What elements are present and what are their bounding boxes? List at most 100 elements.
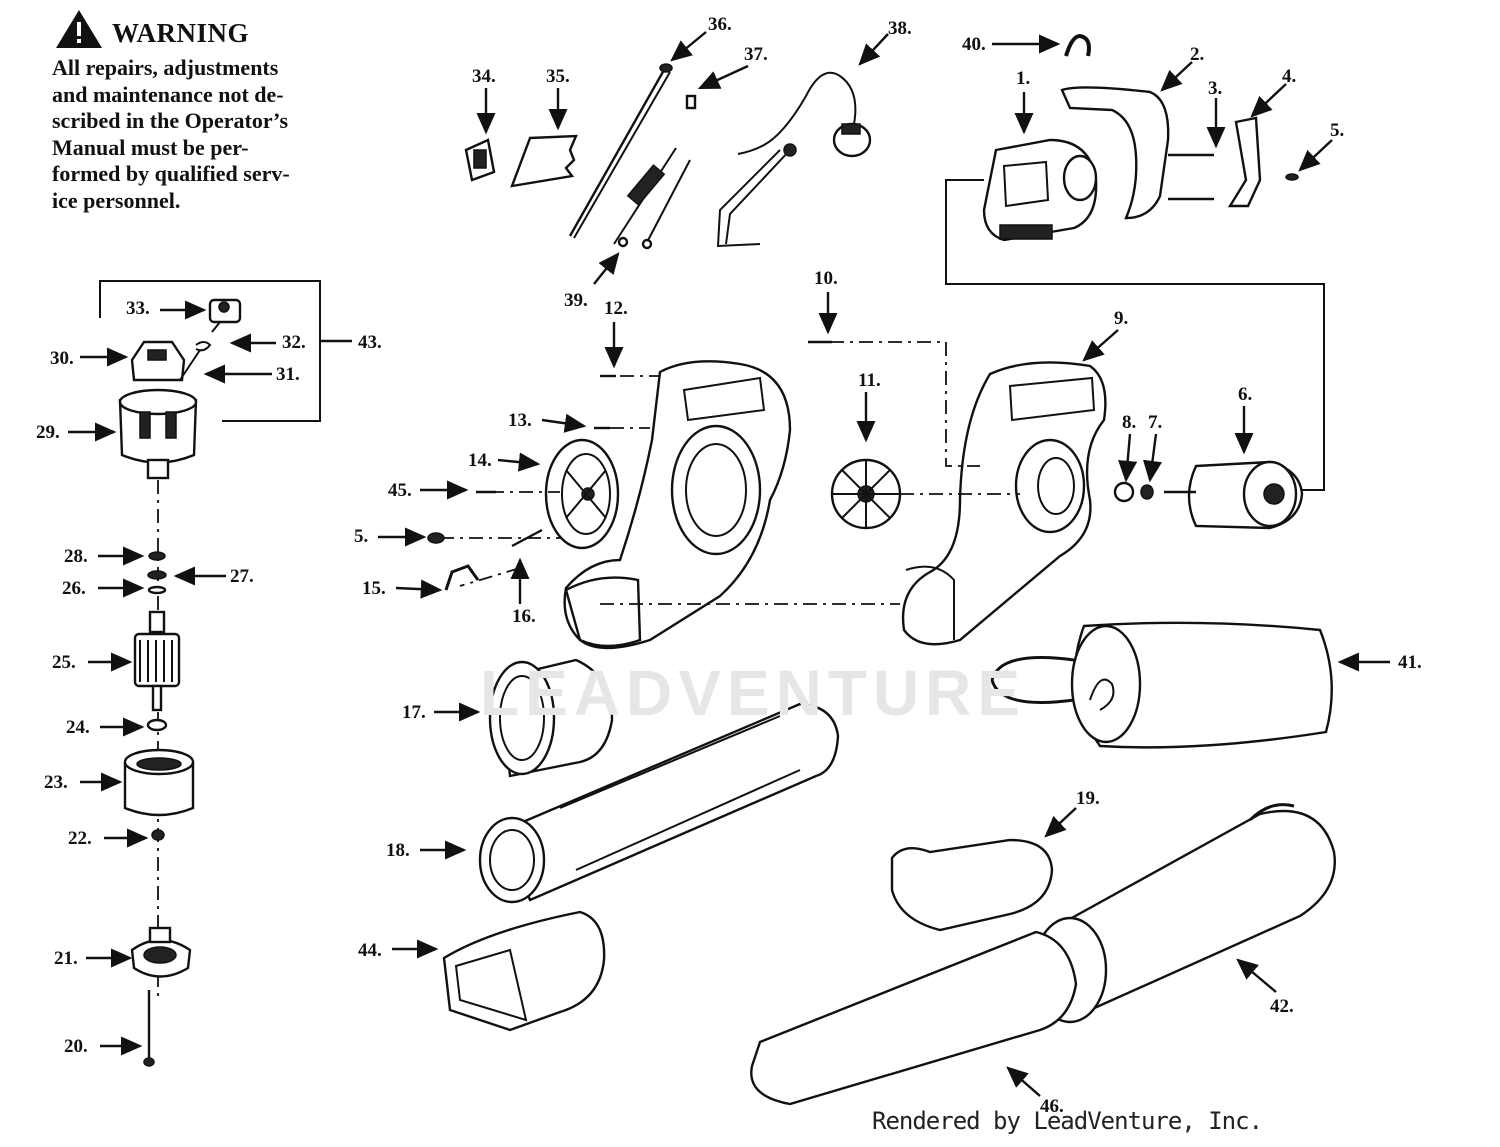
part-5-screw — [1285, 173, 1299, 181]
blower-housing-group — [427, 340, 1304, 650]
warning-title: WARNING — [112, 18, 250, 48]
callout-3: 3. — [1208, 78, 1222, 99]
callout-28: 28. — [64, 546, 88, 567]
callout-42: 42. — [1270, 996, 1294, 1017]
part-23-housing — [123, 748, 195, 817]
part-31-wire — [179, 349, 201, 381]
part-9-housing-right-half — [901, 361, 1107, 646]
callout-36: 36. — [708, 14, 732, 35]
part-8-washer — [1113, 481, 1135, 503]
callout-39: 39. — [564, 290, 588, 311]
callout-38: 38. — [888, 18, 912, 39]
watermark: LEADVENTURE — [480, 657, 1027, 729]
callout-8: 8. — [1122, 412, 1136, 433]
part-18-tube — [478, 702, 840, 904]
callout-41: 41. — [1398, 652, 1422, 673]
handle-assembly-group — [945, 86, 1325, 491]
part-39-wire-harness — [613, 147, 691, 250]
part-4-bracket — [1227, 116, 1262, 208]
part-housing-left-half — [563, 360, 792, 650]
warning-text: All repairs, adjustments and maintenance… — [52, 55, 364, 214]
part-24-washer — [146, 718, 168, 732]
part-6-motor — [1164, 460, 1304, 530]
warning-line: All repairs, adjustments — [52, 55, 279, 80]
callout-17: 17. — [402, 702, 426, 723]
callout-5-lower: 5. — [354, 526, 368, 547]
part-46-nozzle — [750, 930, 1078, 1106]
callout-27: 27. — [230, 566, 254, 587]
warning-triangle-icon — [56, 10, 102, 48]
part-16-pin — [511, 528, 543, 548]
callout-9: 9. — [1114, 308, 1128, 329]
callout-25: 25. — [52, 652, 76, 673]
callout-6: 6. — [1238, 384, 1252, 405]
callout-13: 13. — [508, 410, 532, 431]
part-21-end-plate — [130, 926, 192, 978]
part-28-washer — [148, 551, 166, 561]
part-37-nut — [685, 94, 697, 110]
part-15-latch — [444, 564, 480, 591]
callout-40: 40. — [962, 34, 986, 55]
callout-26: 26. — [62, 578, 86, 599]
leader-arrows — [68, 31, 1390, 1097]
callout-20: 20. — [64, 1036, 88, 1057]
bracket-43 — [99, 280, 321, 422]
part-34-switch — [464, 138, 496, 182]
part-44-nozzle — [442, 910, 606, 1032]
callout-46: 46. — [1040, 1096, 1064, 1117]
callout-11: 11. — [858, 370, 881, 391]
warning-line: ice personnel. — [52, 187, 181, 213]
callout-24: 24. — [66, 717, 90, 738]
callout-19: 19. — [1076, 788, 1100, 809]
warning-line: scribed in the Operator’s — [52, 108, 289, 133]
part-1-handle-housing — [982, 138, 1098, 242]
part-26-washer — [147, 585, 167, 595]
callout-18: 18. — [386, 840, 410, 861]
callout-12: 12. — [604, 298, 628, 319]
callout-34: 34. — [472, 66, 496, 87]
callout-45: 45. — [388, 480, 412, 501]
warning-line: and maintenance not de- — [52, 81, 284, 107]
small-parts-group — [464, 33, 1091, 250]
callout-22: 22. — [68, 828, 92, 849]
callout-7: 7. — [1148, 412, 1162, 433]
part-14-fan-cover — [544, 438, 620, 550]
callout-labels: 1. 2. 3. 4. 5. 6. 7. 8. 9. 10. 11. 12. 1… — [36, 14, 1422, 1117]
part-40-clip — [1064, 33, 1091, 57]
part-11-fan — [830, 458, 902, 530]
part-25-armature — [133, 610, 181, 712]
part-35-plate — [510, 134, 578, 188]
callout-29: 29. — [36, 422, 60, 443]
callout-4: 4. — [1282, 66, 1296, 87]
part-36-cable-tie — [568, 63, 673, 239]
part-41-bag — [990, 621, 1333, 749]
part-7-nut — [1140, 484, 1154, 500]
part-2-handle — [1060, 86, 1170, 220]
part-27-washer — [147, 570, 167, 580]
credit-line: Rendered by LeadVenture, Inc. — [872, 1107, 1263, 1135]
callout-21: 21. — [54, 948, 78, 969]
part-5-screw-lower — [427, 532, 445, 544]
warning-line: formed by qualified serv- — [52, 161, 290, 186]
callout-32: 32. — [282, 332, 306, 353]
callout-16: 16. — [512, 606, 536, 627]
callout-33: 33. — [126, 298, 150, 319]
guide-10 — [830, 341, 980, 467]
part-29-end-bell — [118, 388, 198, 480]
part-20-bolt — [143, 990, 155, 1067]
callout-10: 10. — [814, 268, 838, 289]
callout-23: 23. — [44, 772, 68, 793]
assembly-link-line — [945, 179, 1325, 491]
callout-44: 44. — [358, 940, 382, 961]
part-32-spring — [195, 341, 212, 352]
callout-15: 15. — [362, 578, 386, 599]
callout-43: 43. — [358, 332, 382, 353]
callout-14: 14. — [468, 450, 492, 471]
callout-31: 31. — [276, 364, 300, 385]
callout-5-top: 5. — [1330, 120, 1344, 141]
callout-1: 1. — [1016, 68, 1030, 89]
part-19-nozzle — [890, 838, 1054, 932]
callout-30: 30. — [50, 348, 74, 369]
warning-line: Manual must be per- — [52, 134, 249, 160]
